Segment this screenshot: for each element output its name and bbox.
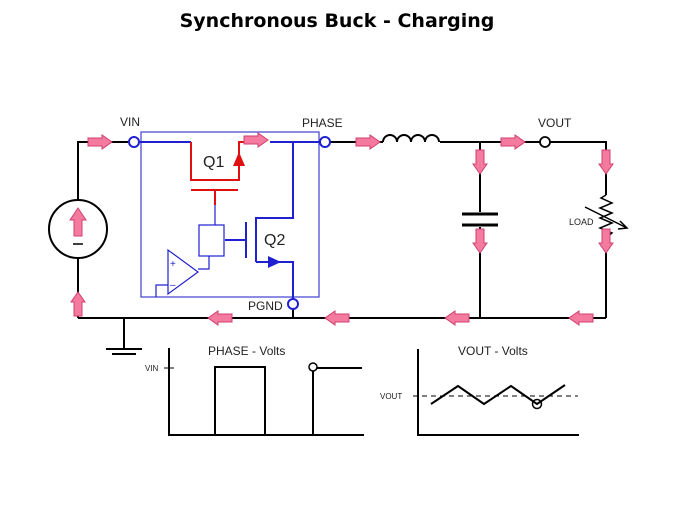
vout-marker (531, 398, 543, 410)
voltage-source (48, 199, 108, 259)
vout-waveform-plot: VOUT - Volts VOUT (380, 344, 579, 436)
slide-title: Synchronous Buck - Charging (179, 10, 495, 32)
controller-ic-box (140, 131, 320, 298)
phase-waveform-trace (169, 366, 362, 436)
phase-label: PHASE (302, 116, 343, 130)
capacitor (462, 212, 498, 227)
q2-mosfet (225, 222, 247, 258)
phase-waveform-plot: PHASE - Volts VIN (145, 344, 364, 436)
opamp-minus-label: – (170, 280, 176, 291)
flow-arrow-right-icon (355, 134, 381, 150)
flow-arrow-right-icon (243, 132, 269, 148)
current-flow-arrows (70, 132, 614, 326)
q2-label: Q2 (264, 232, 285, 249)
phase-marker (308, 362, 318, 372)
flow-arrow-left-icon (324, 310, 350, 326)
flow-arrow-down-icon (472, 149, 488, 175)
wire-vout-load (550, 141, 607, 195)
wire-vin-source (77, 141, 128, 200)
q1-label: Q1 (203, 154, 224, 171)
phase-plot-title: PHASE - Volts (208, 344, 285, 358)
vout-plot-axes (417, 349, 579, 436)
gate-driver (198, 205, 225, 270)
source-current-arrow-icon (69, 207, 87, 237)
q1-arrow-icon (233, 152, 245, 166)
q2-source-arrow-icon (268, 256, 281, 268)
error-amplifier (155, 248, 200, 297)
load-label: LOAD (569, 217, 594, 227)
vout-ripple-trace (430, 384, 566, 406)
flow-arrow-left-icon (207, 310, 233, 326)
flow-arrow-down-icon (472, 228, 488, 254)
phase-vin-label: VIN (145, 364, 159, 373)
inductor (382, 134, 440, 143)
phase-plot-axes (168, 348, 364, 436)
flow-arrow-up-icon (70, 291, 86, 317)
vout-node (539, 136, 551, 148)
q1-mosfet (190, 141, 246, 205)
vin-node (128, 136, 140, 148)
vin-label: VIN (120, 115, 140, 129)
vout-level-label: VOUT (380, 392, 402, 401)
vout-plot-title: VOUT - Volts (458, 344, 528, 358)
flow-arrow-right-icon (500, 134, 526, 150)
flow-arrow-left-icon (444, 310, 470, 326)
flow-arrow-left-icon (568, 310, 594, 326)
vout-label: VOUT (538, 116, 572, 130)
flow-arrow-down-icon (598, 149, 614, 175)
ic-blue-wiring (139, 141, 319, 300)
pgnd-label: PGND (248, 299, 283, 313)
flow-arrow-right-icon (87, 134, 113, 150)
opamp-plus-label: + (170, 259, 176, 270)
phase-node (319, 136, 331, 148)
ground-icon (106, 348, 142, 355)
pgnd-node (287, 298, 299, 310)
